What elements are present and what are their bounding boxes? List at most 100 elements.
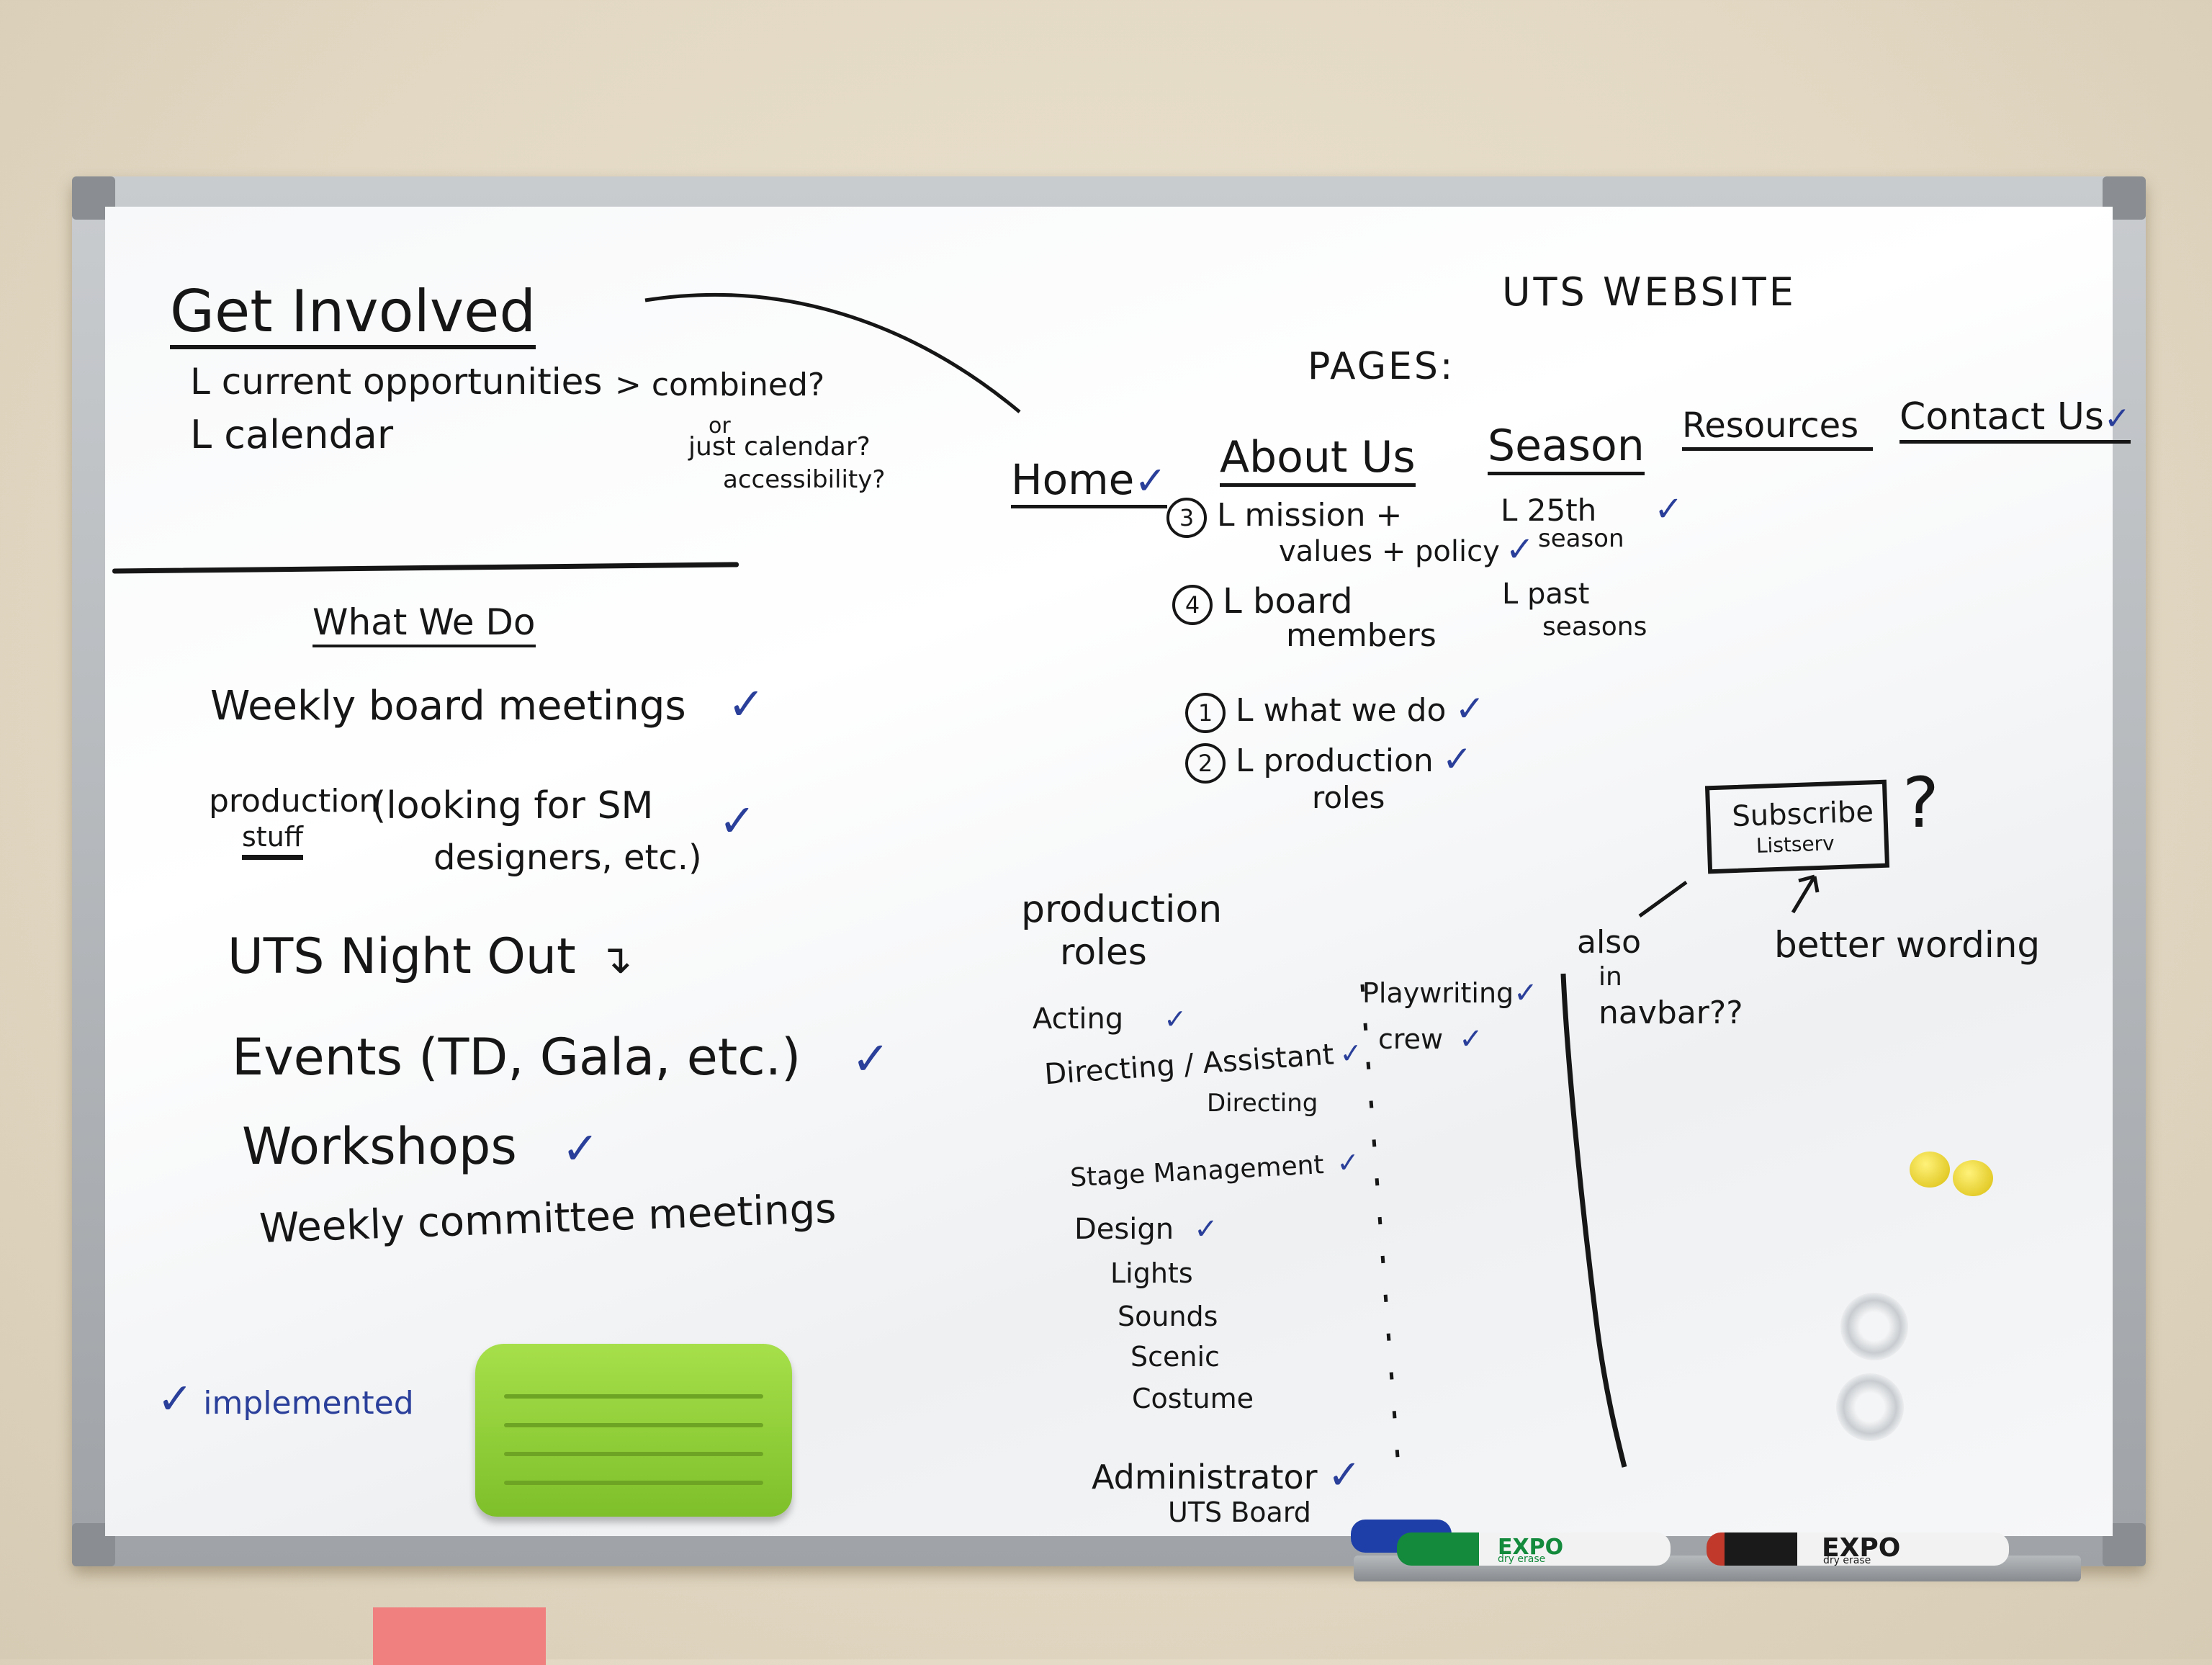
page-about-us: About Us <box>1220 436 1416 487</box>
role-sounds: Sounds <box>1118 1301 1218 1332</box>
item-text: Events (TD, Gala, etc.) <box>232 1028 801 1087</box>
role-stage-management: Stage Management✓ <box>1069 1146 1360 1193</box>
arrow-down-icon: ↴ <box>598 936 633 983</box>
page-label: Home <box>1011 455 1135 504</box>
check-icon: ✓ <box>1459 1023 1483 1056</box>
item-text: Weekly board meetings <box>210 683 686 730</box>
item-text: values + policy <box>1279 535 1500 568</box>
check-icon: ✓ <box>1134 458 1167 503</box>
role-directing: Directing / Assistant✓ <box>1043 1037 1364 1092</box>
marker-sub: dry erase <box>1823 1555 1871 1566</box>
eraser-ridge <box>504 1481 763 1485</box>
item-text: Workshops <box>242 1117 517 1176</box>
check-icon: ✓ <box>1442 738 1473 780</box>
check-icon: ✓ <box>1505 529 1535 570</box>
check-icon: ✓ <box>851 1033 891 1086</box>
green-marker[interactable]: EXPO dry erase <box>1397 1532 1671 1566</box>
role-administrator-2: UTS Board <box>1168 1496 1311 1528</box>
marker-sub: dry erase <box>1498 1553 1546 1565</box>
dotted-separator <box>1360 984 1401 1468</box>
curve-stroke <box>644 292 1021 413</box>
section-divider <box>112 562 739 574</box>
page-label: Contact Us <box>1899 395 2104 439</box>
note-or: or <box>709 413 731 439</box>
marker-brand: EXPO <box>1822 1533 1901 1563</box>
whiteboard-surface: UTS WEBSITE PAGES: Get Involved L curren… <box>105 207 2131 1536</box>
what-we-do-item-night-out: UTS Night Out ↴ <box>228 933 632 982</box>
role-design: Design✓ <box>1074 1215 1218 1244</box>
get-involved-item-1: L current opportunities <box>190 361 603 403</box>
check-icon: ✓ <box>1654 489 1683 529</box>
item-text: Playwriting <box>1362 977 1514 1009</box>
navbar-note-2: in <box>1599 962 1622 992</box>
legend-text: implemented <box>203 1385 414 1422</box>
what-we-do-item-workshops: Workshops ✓ <box>242 1121 599 1172</box>
page-home: Home✓ <box>1011 459 1167 508</box>
season-item-past: L past <box>1502 578 1590 611</box>
what-we-do-item-events: Events (TD, Gala, etc.) ✓ <box>232 1032 890 1082</box>
clear-magnet <box>1840 1293 1908 1360</box>
navbar-note-1: also <box>1577 924 1642 961</box>
note-combined: > combined? <box>615 367 825 403</box>
item-text: Stage Management <box>1069 1150 1325 1193</box>
get-involved-item-2: L calendar <box>190 412 394 457</box>
item-text: crew <box>1378 1023 1444 1055</box>
production-roles-heading-1: production <box>1021 888 1223 931</box>
eraser[interactable] <box>475 1344 792 1517</box>
vertical-divider <box>1560 973 1627 1468</box>
season-item-25th-2: season <box>1538 524 1624 553</box>
item-text: Acting <box>1033 1002 1124 1036</box>
pages-label: PAGES: <box>1308 345 1455 388</box>
item-text: L what we do <box>1236 692 1447 729</box>
season-item-past-2: seasons <box>1542 612 1647 642</box>
board-title: UTS WEBSITE <box>1502 269 1797 315</box>
check-icon: ✓ <box>157 1374 194 1424</box>
what-we-do-item-committee: Weekly committee meetings <box>258 1185 837 1252</box>
page-season: Season <box>1488 424 1645 475</box>
role-lights: Lights <box>1110 1257 1193 1289</box>
priority-number: 1 <box>1185 693 1226 733</box>
item-text: L 25th <box>1501 493 1597 528</box>
eraser-ridge <box>504 1423 763 1427</box>
arrow-up-icon <box>1791 874 1820 914</box>
question-mark: ? <box>1902 763 1939 843</box>
about-item-board-2: members <box>1286 617 1437 654</box>
yellow-magnet <box>1953 1160 1993 1196</box>
check-icon: ✓ <box>727 678 765 730</box>
whiteboard-frame: UTS WEBSITE PAGES: Get Involved L curren… <box>72 176 2146 1566</box>
connector-stroke <box>1638 880 1688 918</box>
eraser-ridge <box>504 1394 763 1399</box>
season-item-25th: L 25th ✓ <box>1501 492 1683 526</box>
item-text: L mission + <box>1217 497 1403 534</box>
item-text: L production <box>1236 742 1434 779</box>
subscribe-line-2: Listserv <box>1755 831 1835 858</box>
role-playwriting: Playwriting✓ <box>1362 979 1538 1007</box>
role-administrator: Administrator✓ <box>1092 1455 1362 1496</box>
about-item-production-2: roles <box>1312 780 1385 815</box>
black-marker[interactable]: EXPO dry erase <box>1707 1532 2009 1566</box>
about-item-mission-2: values + policy✓ <box>1279 532 1534 567</box>
subscribe-line-1: Subscribe <box>1731 795 1874 834</box>
priority-number: 2 <box>1185 743 1226 784</box>
item-text: Design <box>1074 1213 1174 1246</box>
check-icon: ✓ <box>2104 400 2131 437</box>
note-just-calendar: just calendar? <box>688 432 871 462</box>
subscribe-box: Subscribe Listserv <box>1704 779 1890 874</box>
item-text: UTS Night Out <box>228 928 576 985</box>
check-icon: ✓ <box>719 794 756 847</box>
item-text: Directing / Assistant <box>1043 1038 1335 1092</box>
what-we-do-item-production: production <box>209 783 379 820</box>
item-text: L board <box>1223 581 1353 621</box>
production-detail-1: (looking for SM <box>372 784 654 827</box>
eraser-ridge <box>504 1452 763 1456</box>
production-roles-heading-2: roles <box>1060 931 1147 973</box>
production-detail-2: designers, etc.) <box>433 838 702 878</box>
yellow-magnet <box>1910 1152 1950 1188</box>
page-resources: Resources <box>1682 408 1874 451</box>
role-crew: crew ✓ <box>1378 1025 1483 1054</box>
priority-number: 4 <box>1172 585 1213 625</box>
navbar-note-3: navbar?? <box>1599 995 1743 1031</box>
role-scenic: Scenic <box>1130 1341 1220 1373</box>
